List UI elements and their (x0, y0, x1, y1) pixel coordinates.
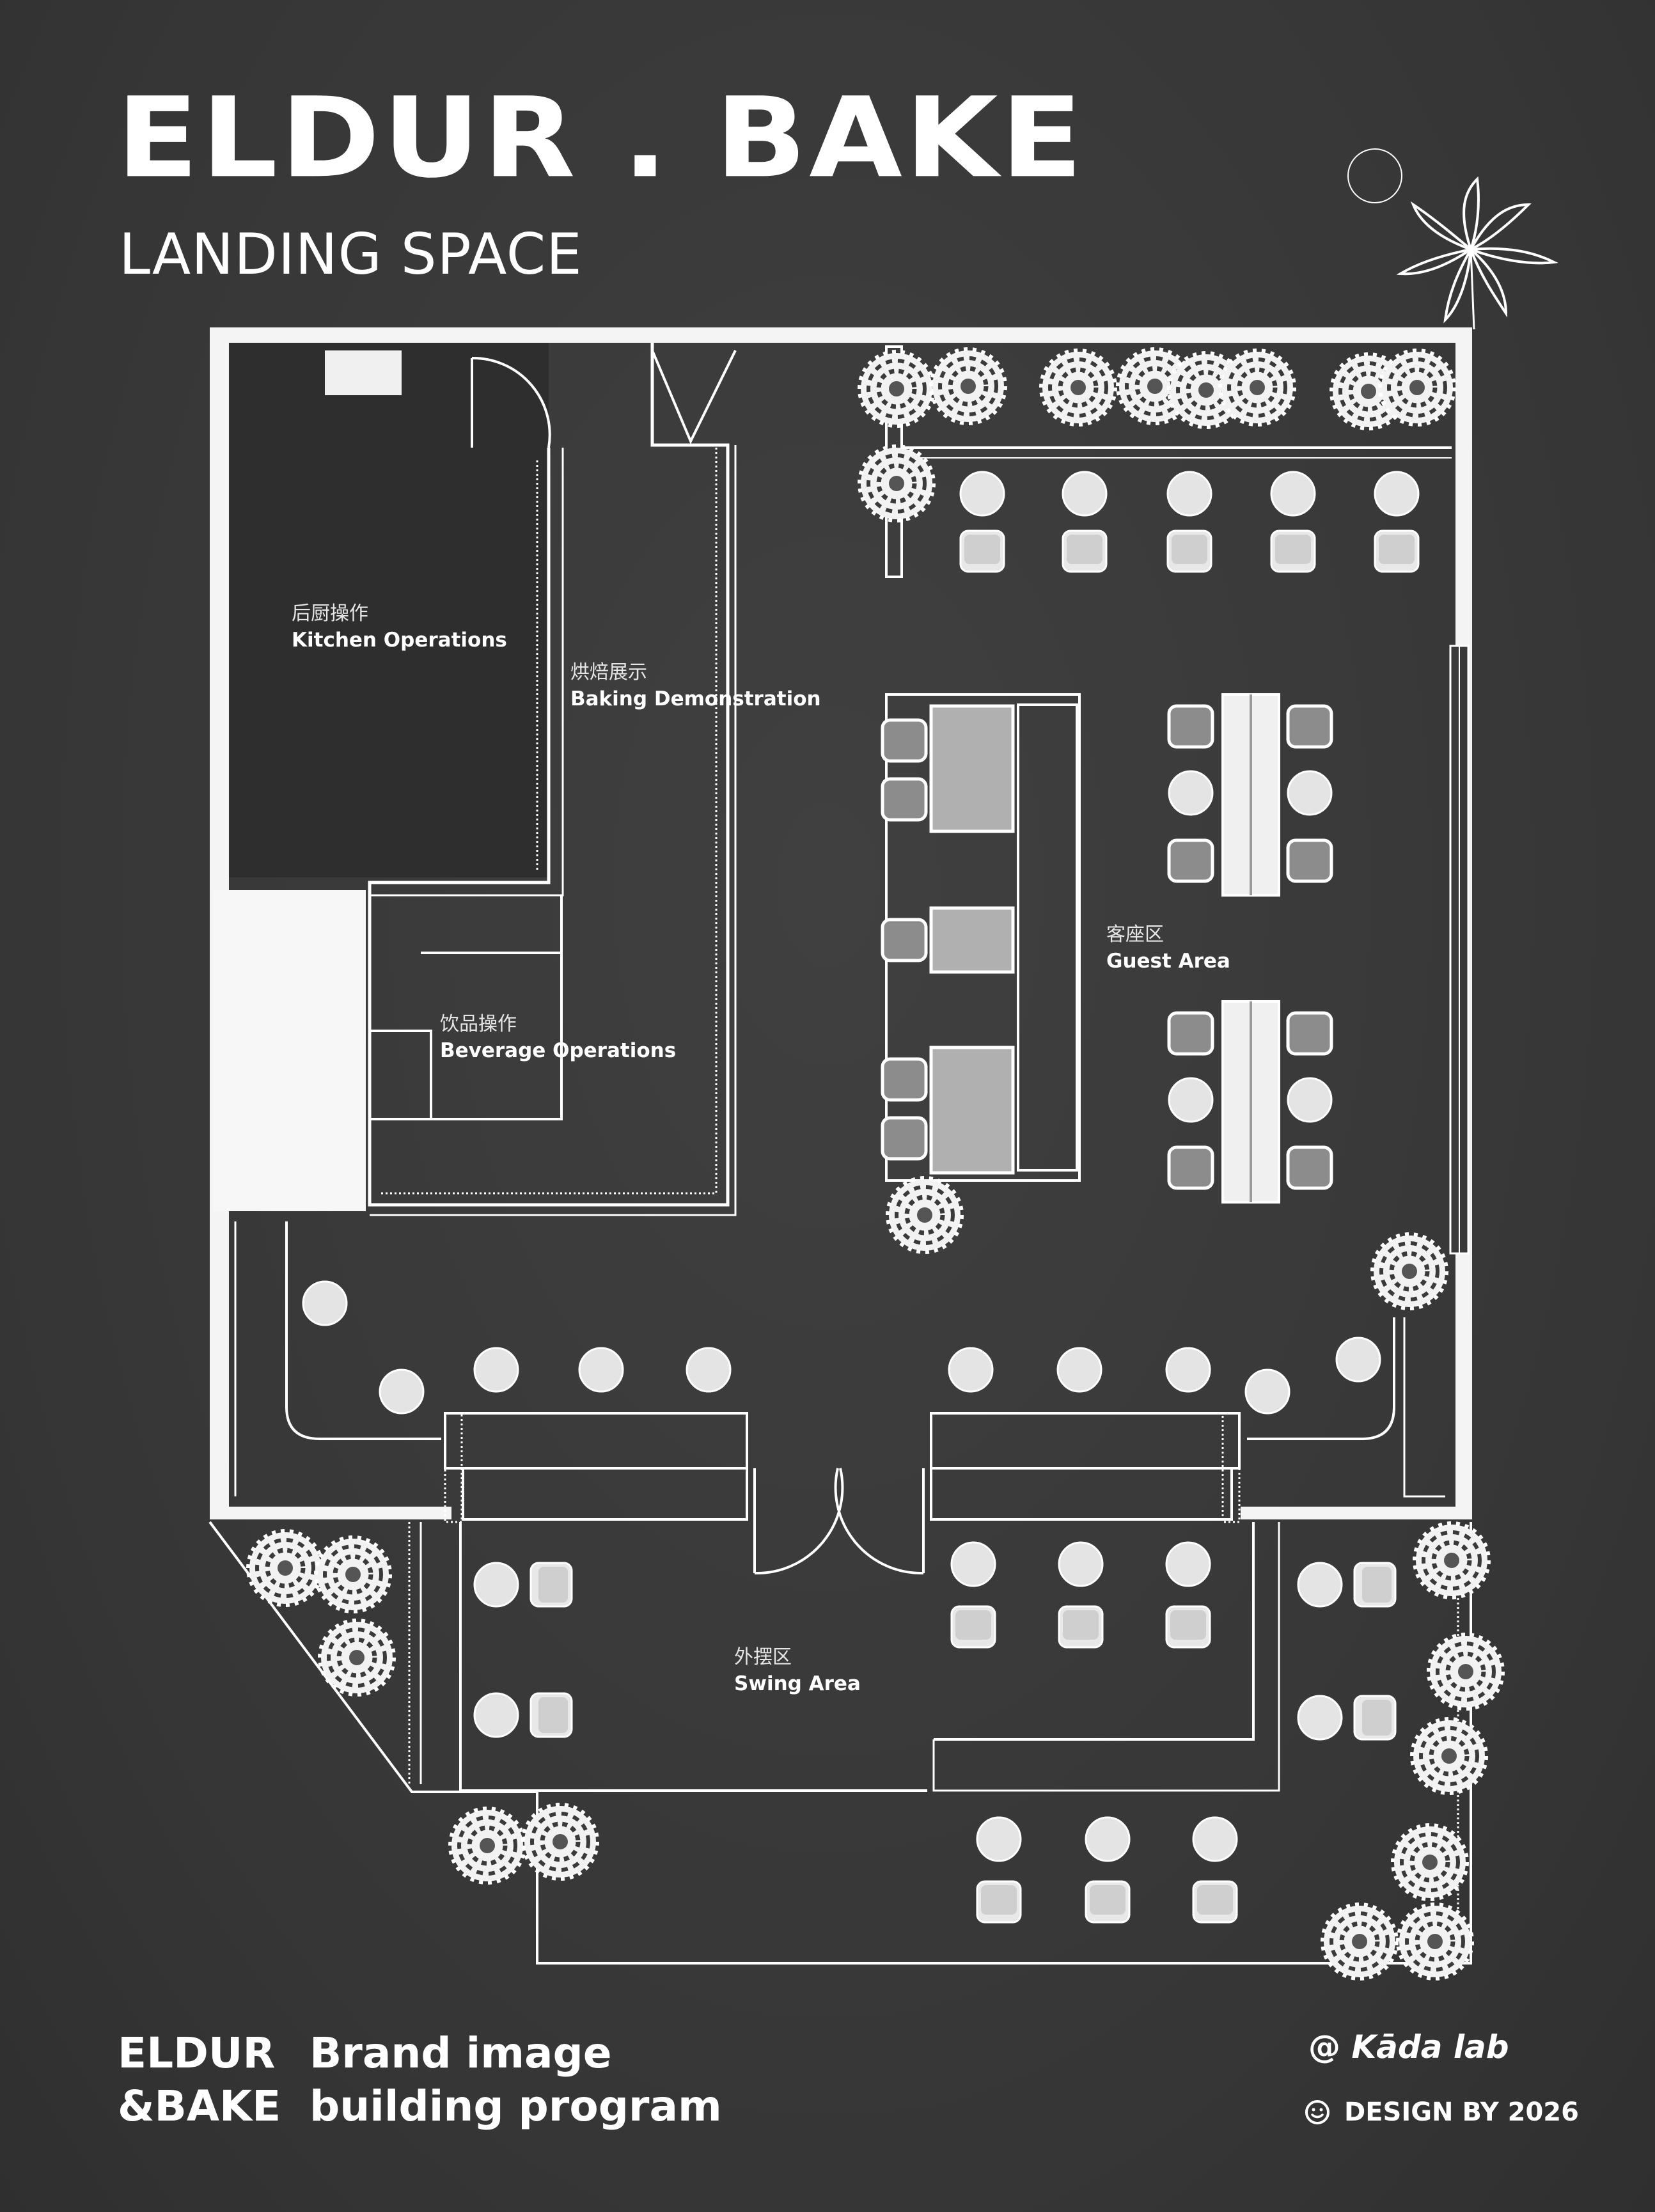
page-title: ELDUR . BAKE (116, 74, 1085, 203)
zone-label-baking: 烘焙展示 Baking Demonstration (570, 660, 821, 712)
footer-program-line2: building program (310, 2081, 722, 2131)
starburst-flower-icon (1347, 148, 1558, 330)
swing-area-furniture (208, 1521, 1472, 1965)
zone-label-beverage: 饮品操作 Beverage Operations (440, 1012, 676, 1064)
design-by-text: DESIGN BY 2026 (1344, 2098, 1579, 2127)
zone-guest-cn: 客座区 (1106, 923, 1164, 946)
guest-area-furniture (882, 345, 1452, 1204)
zone-label-guest: 客座区 Guest Area (1106, 922, 1230, 975)
credit: @ Kāda lab (1308, 2028, 1509, 2066)
zone-label-kitchen: 后厨操作 Kitchen Operations (292, 601, 507, 654)
credit-at: @ (1308, 2028, 1340, 2066)
design-by: DESIGN BY 2026 (1305, 2098, 1579, 2127)
footer-brand: ELDUR &BAKE (118, 2027, 281, 2133)
kitchen-block (214, 343, 551, 1211)
zone-swing-cn: 外摆区 (734, 1646, 792, 1668)
bar-seating (234, 1221, 1445, 1498)
zone-kitchen-en: Kitchen Operations (292, 628, 507, 652)
page-subtitle: LANDING SPACE (119, 221, 583, 287)
footer-brand-line1: ELDUR (118, 2028, 276, 2078)
zone-baking-en: Baking Demonstration (570, 687, 821, 710)
zone-kitchen-cn: 后厨操作 (292, 602, 368, 625)
credit-name: Kāda lab (1351, 2028, 1509, 2066)
zone-guest-en: Guest Area (1106, 949, 1230, 973)
smile-icon (1305, 2100, 1329, 2124)
footer-program: Brand image building program (310, 2027, 722, 2133)
zone-baking-cn: 烘焙展示 (570, 661, 647, 684)
footer-program-line1: Brand image (310, 2028, 612, 2078)
baking-counter (368, 343, 737, 1216)
zone-label-swing: 外摆区 Swing Area (734, 1645, 861, 1697)
zone-beverage-en: Beverage Operations (440, 1039, 677, 1062)
zone-swing-en: Swing Area (734, 1672, 861, 1695)
footer-brand-line2: &BAKE (118, 2081, 281, 2131)
zone-beverage-cn: 饮品操作 (440, 1013, 517, 1035)
entrance (444, 1412, 1241, 1575)
